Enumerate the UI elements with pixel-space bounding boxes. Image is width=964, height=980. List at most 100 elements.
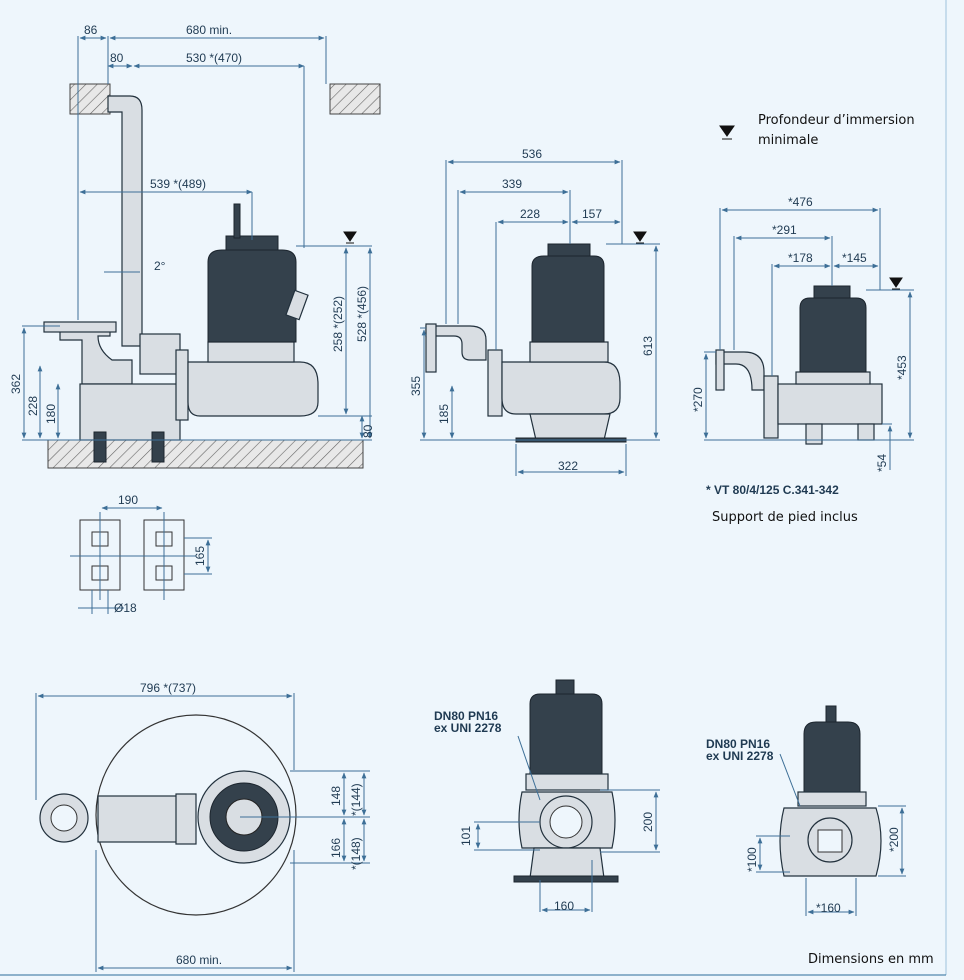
flange-view-base — [513, 875, 619, 883]
dim-536: 536 — [522, 147, 542, 161]
alt-flange-collar — [797, 791, 867, 807]
alt-flange — [763, 375, 779, 439]
water-level-icon — [343, 231, 357, 244]
riser-pipe — [107, 95, 143, 347]
dim-453: *453 — [895, 355, 909, 380]
dim-178: *178 — [788, 251, 813, 265]
outlet-bore — [50, 804, 78, 832]
dim-270: *270 — [691, 387, 705, 412]
front-flange — [487, 349, 503, 417]
water-level-icon-alt — [889, 277, 903, 290]
alt-body — [777, 383, 883, 425]
flange-label-1: DN80 PN16 — [434, 709, 498, 723]
dim-18: Ø18 — [114, 601, 137, 615]
alt-flange-bore — [817, 829, 843, 853]
dim-322: 322 — [558, 459, 578, 473]
flange-view-top — [555, 679, 575, 695]
front-foot — [529, 413, 611, 441]
front-motor-base — [529, 341, 609, 363]
dim-144: *(144) — [349, 783, 363, 816]
alt-elbow — [715, 351, 765, 391]
dim-530: 530 *(470) — [186, 51, 242, 65]
dim-355: 355 — [409, 376, 423, 396]
dim-190: 190 — [118, 493, 138, 507]
units-note: Dimensions en mm — [808, 952, 934, 967]
dim-528: 528 *(456) — [355, 286, 369, 342]
foot-support — [79, 383, 181, 441]
front-motor-top — [547, 243, 591, 257]
plan-base — [97, 795, 179, 843]
dim-200: 200 — [641, 812, 655, 832]
guide-claw — [139, 333, 181, 375]
water-level-icon-legend — [719, 125, 735, 140]
lifting-chain — [233, 203, 241, 239]
front-volute — [501, 361, 621, 415]
anchor-bolt-2 — [151, 431, 165, 463]
cable-gland — [285, 289, 309, 321]
alt-motor-top — [813, 285, 851, 299]
pump-flange — [175, 349, 189, 421]
flange-view-alt: DN80 PN16 ex UNI 2278 *100 *200 *160 — [706, 705, 906, 916]
dim-180: 180 — [44, 404, 58, 424]
flange-view-motor — [529, 693, 603, 775]
flange-view-collar — [525, 773, 609, 791]
dim-291: *291 — [772, 223, 797, 237]
foot-plate-view: 190 165 Ø18 — [70, 493, 212, 615]
dim-148: 148 — [329, 786, 343, 806]
alt-flange-top — [825, 705, 837, 723]
dim-476: *476 — [788, 195, 813, 209]
dim-680-min-top: 680 min. — [186, 23, 232, 37]
dim-796: 796 *(737) — [140, 681, 196, 695]
dim-80-top: 80 — [110, 51, 124, 65]
legend-text-line1: Profondeur d’immersion — [758, 113, 915, 128]
alt-elbow-end — [715, 349, 725, 391]
sump-outline — [95, 714, 297, 916]
ceiling-hatch-left — [69, 83, 111, 115]
dim-228-front: 228 — [520, 207, 540, 221]
discharge-flange — [43, 321, 117, 333]
alt-flange-leader — [779, 753, 801, 807]
dim-101: 101 — [459, 826, 473, 846]
alt-motor-base — [795, 371, 871, 385]
front-motor — [531, 255, 605, 343]
dim-157: 157 — [582, 207, 602, 221]
dim-539: 539 *(489) — [150, 177, 206, 191]
dim-160-alt: *160 — [816, 901, 841, 915]
dim-160: 160 — [554, 899, 574, 913]
alt-foot-1 — [805, 423, 823, 445]
volute — [187, 361, 319, 417]
installation-view: 86 680 min. 80 530 *(470) 539 *(489) 2° … — [9, 23, 381, 469]
flange-view: DN80 PN16 ex UNI 2278 101 200 160 — [434, 679, 660, 913]
legend-text-line2: minimale — [758, 133, 818, 148]
front-view: 536 339 228 157 355 185 613 322 — [409, 147, 660, 476]
dim-258: 258 *(252) — [331, 296, 345, 352]
ceiling-hatch-right — [329, 83, 381, 115]
water-level-icon-front — [633, 231, 647, 244]
support-note: Support de pied inclus — [712, 510, 858, 525]
alt-flange-motor — [803, 721, 861, 793]
dim-angle: 2° — [154, 259, 166, 273]
front-elbow — [425, 325, 487, 361]
dim-54: *54 — [875, 454, 889, 472]
dim-362: 362 — [9, 374, 23, 394]
dim-148b: *(148) — [349, 837, 363, 870]
dim-100-alt: *100 — [745, 847, 759, 872]
base-bend — [59, 325, 133, 385]
dim-145: *145 — [842, 251, 867, 265]
dim-200-alt: *200 — [887, 827, 901, 852]
dim-339: 339 — [502, 177, 522, 191]
flange-label-2: ex UNI 2278 — [434, 721, 502, 735]
alt-view: *476 *291 *178 *145 *270 *453 *54 — [691, 195, 914, 472]
dim-86: 86 — [84, 23, 98, 37]
dim-80-side: 80 — [361, 424, 375, 438]
dim-185: 185 — [437, 404, 451, 424]
alt-flange-label-1: DN80 PN16 — [706, 737, 770, 751]
alt-foot-2 — [857, 423, 875, 441]
flange-leader — [517, 735, 541, 801]
flange-view-foot — [529, 847, 605, 879]
front-elbow-end — [425, 323, 437, 373]
dim-166: 166 — [329, 838, 343, 858]
dim-165: 165 — [193, 546, 207, 566]
dim-680-min: 680 min. — [176, 953, 222, 967]
